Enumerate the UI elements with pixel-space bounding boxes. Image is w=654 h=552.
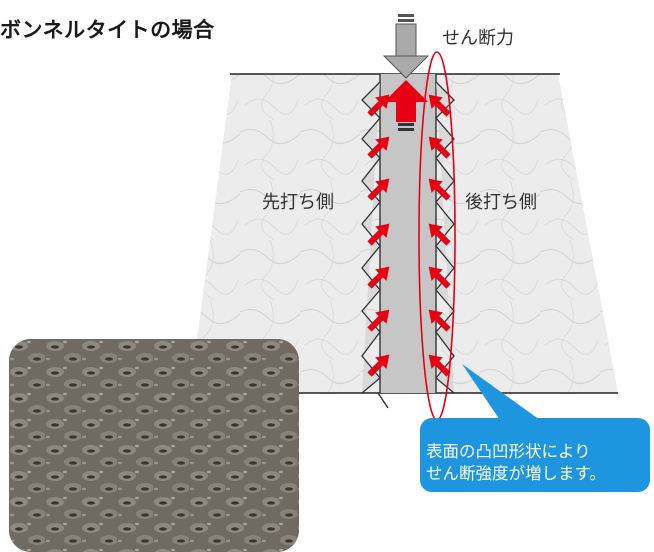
diagonal-arrow-icon — [428, 136, 451, 159]
diagonal-arrow-icon — [367, 223, 390, 246]
diagonal-arrow-icon — [367, 266, 390, 289]
callout-line-2: せん断強度が増します。 — [426, 464, 606, 483]
tile-surface-texture — [9, 339, 299, 552]
diagonal-arrow-icon — [367, 309, 390, 332]
diagonal-arrow-icon — [428, 309, 451, 332]
diagonal-arrow-icon — [367, 94, 390, 117]
diagonal-arrow-icon — [428, 223, 451, 246]
diagonal-arrow-icon — [428, 178, 451, 201]
diagonal-arrow-icon — [428, 354, 451, 377]
diagonal-arrow-icon — [428, 266, 451, 289]
callout-bubble — [420, 364, 650, 492]
diagonal-arrow-icon — [367, 354, 390, 377]
left-side-label: 先打ち側 — [262, 192, 334, 213]
left-bumps — [361, 81, 381, 394]
left-pressure-arrows — [367, 94, 390, 377]
down-arrow-icon — [382, 14, 430, 79]
right-pressure-arrows — [428, 94, 451, 377]
shear-force-label: せん断力 — [442, 28, 514, 49]
right-side-label: 後打ち側 — [465, 192, 537, 213]
callout-text: 表面の凸凹形状により せん断強度が増します。 — [426, 441, 648, 485]
up-arrow-icon — [384, 80, 428, 131]
diagonal-arrow-icon — [428, 94, 451, 117]
callout-line-1: 表面の凸凹形状により — [426, 442, 591, 461]
page-title: ボンネルタイトの場合 — [0, 18, 215, 42]
tile-surface-photo — [9, 339, 299, 552]
diagonal-arrow-icon — [367, 136, 390, 159]
diagonal-arrow-icon — [367, 178, 390, 201]
